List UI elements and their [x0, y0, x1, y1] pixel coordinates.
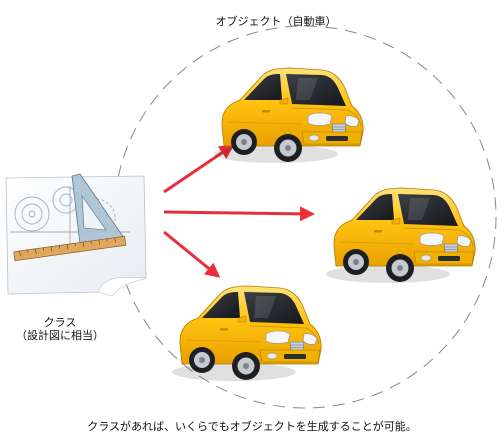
class-label: クラス （設計図に相当） [0, 316, 120, 342]
object-title: オブジェクト（自動車） [215, 15, 337, 28]
car-icon [171, 285, 322, 382]
arrow-to-car-bottom [163, 230, 221, 278]
class-label-line2: （設計図に相当） [16, 329, 104, 342]
caption: クラスがあれば、いくらでもオブジェクトを生成することが可能。 [87, 420, 417, 433]
car-icon [213, 67, 364, 164]
arrow-to-car-middle [163, 206, 315, 222]
car-icon [325, 187, 476, 284]
blueprint-icon [5, 173, 147, 297]
object-boundary-circle [113, 25, 497, 409]
class-label-line1: クラス [43, 316, 77, 329]
